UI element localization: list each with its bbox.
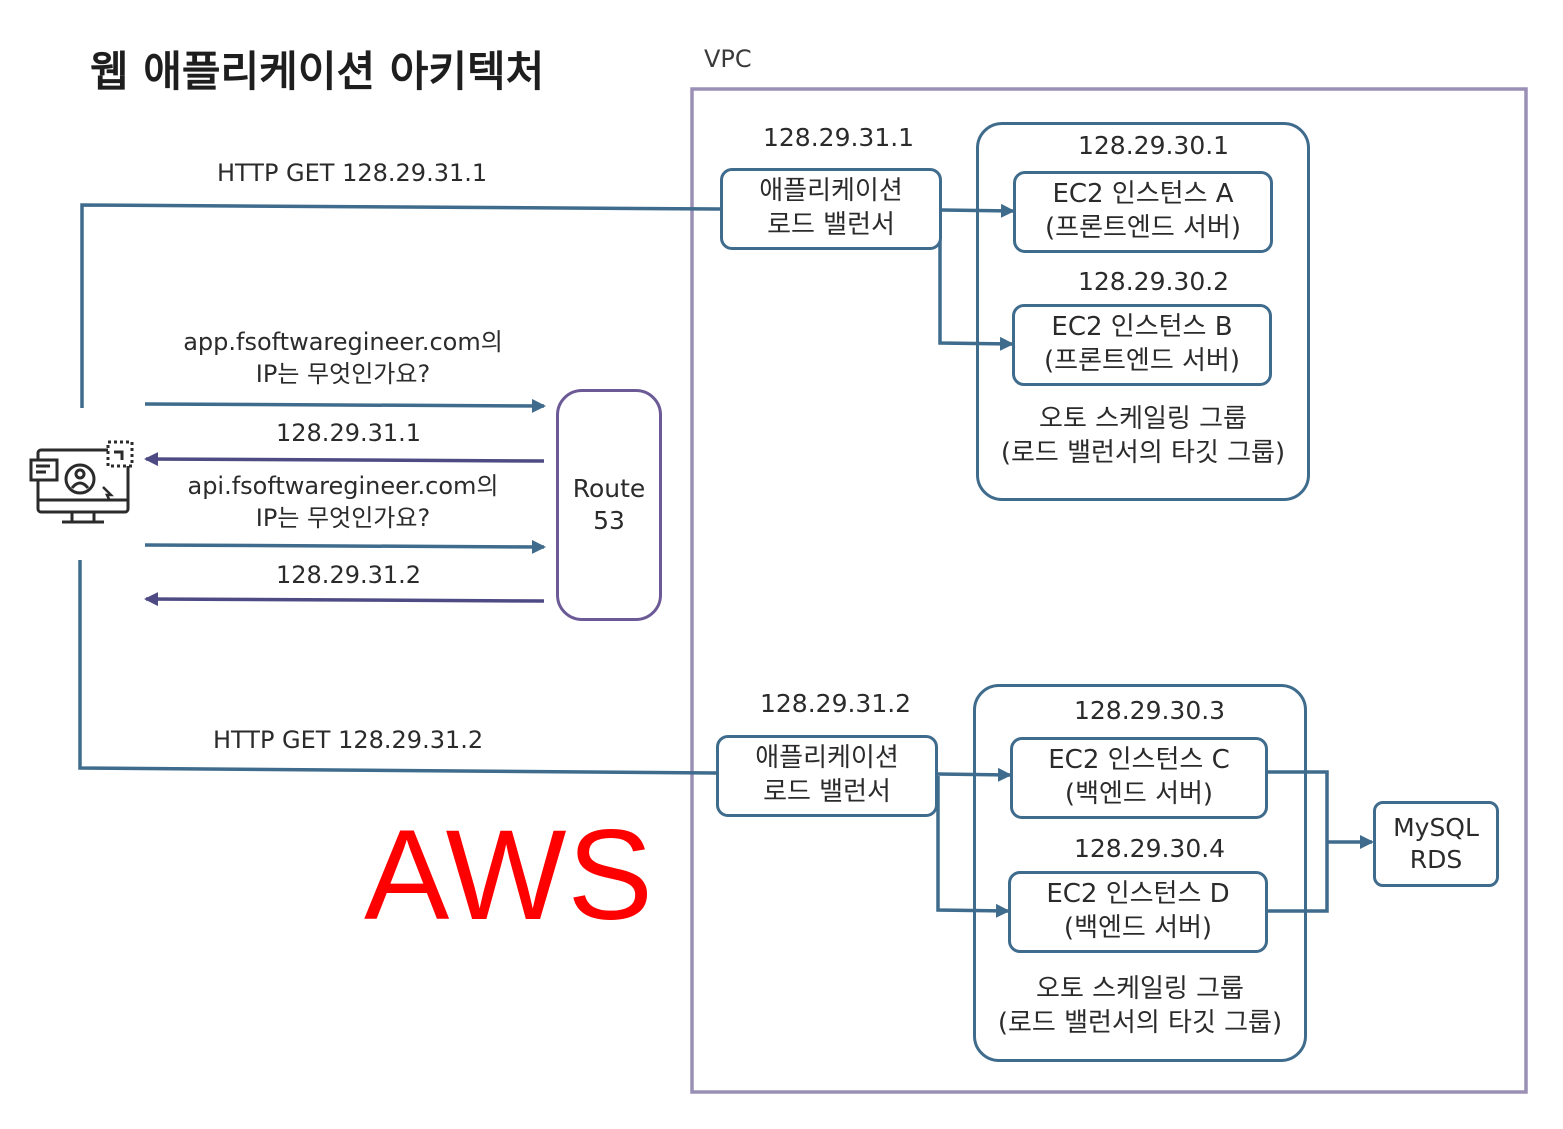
group-frontend-label: 오토 스케일링 그룹 (로드 밸런서의 타깃 그룹) xyxy=(986,402,1300,471)
instance-b-line-2: (프론트엔드 서버) xyxy=(1044,346,1240,376)
rds-line-1: MySQL xyxy=(1393,812,1479,842)
alb1-node: 애플리케이션 로드 밸런서 xyxy=(720,168,942,250)
alb1-to-instance-b xyxy=(938,212,1014,351)
http-get-line-1 xyxy=(80,203,721,408)
dns-query-api-line-2: IP는 무엇인가요? xyxy=(255,504,431,533)
group-frontend-label-line-1: 오토 스케일링 그룹 xyxy=(1039,404,1247,434)
alb1-line-2: 로드 밸런서 xyxy=(767,210,895,240)
http-get-line-2 xyxy=(78,560,717,775)
instance-a-node: EC2 인스턴스 A (프론트엔드 서버) xyxy=(1013,171,1273,253)
alb2-line-1: 애플리케이션 xyxy=(755,743,899,774)
mysql-rds-node: MySQL RDS xyxy=(1373,801,1499,887)
vpc-label: VPC xyxy=(704,45,752,73)
aws-watermark: AWS xyxy=(364,804,654,947)
alb2-ip: 128.29.31.2 xyxy=(760,689,912,718)
instance-d-line-2: (백엔드 서버) xyxy=(1063,913,1213,943)
instance-c-ip: 128.29.30.3 xyxy=(1074,696,1226,725)
instance-c-line-1: EC2 인스턴스 C xyxy=(1048,745,1230,776)
group-frontend-label-line-2: (로드 밸런서의 타깃 그룹) xyxy=(1000,438,1286,469)
instance-b-line-1: EC2 인스턴스 B xyxy=(1051,312,1233,343)
dns-query-arrow-app xyxy=(144,398,546,413)
route53-node: Route 53 xyxy=(556,389,662,621)
dns-query-label-api: api.fsoftwaregineer.com의 IP는 무엇인가요? xyxy=(178,470,508,535)
alb2-node: 애플리케이션 로드 밸런서 xyxy=(716,735,938,817)
instance-d-line-1: EC2 인스턴스 D xyxy=(1046,879,1230,910)
instance-a-line-2: (프론트엔드 서버) xyxy=(1045,213,1241,243)
http-get-label-1: HTTP GET 128.29.31.1 xyxy=(217,159,488,187)
route53-line-1: Route xyxy=(572,473,646,503)
instance-d-ip: 128.29.30.4 xyxy=(1074,834,1226,863)
vpc-boundary xyxy=(690,87,1528,1094)
dns-query-app-line-2: IP는 무엇인가요? xyxy=(255,360,431,389)
route53-line-2: 53 xyxy=(593,506,625,535)
alb2-to-instance-d xyxy=(936,776,1010,918)
instance-b-node: EC2 인스턴스 B (프론트엔드 서버) xyxy=(1012,304,1272,386)
instance-c-line-2: (백엔드 서버) xyxy=(1064,779,1214,809)
dns-answer-label-api: 128.29.31.2 xyxy=(276,561,422,589)
autoscaling-group-frontend xyxy=(976,122,1310,501)
dns-answer-arrow-app xyxy=(144,452,545,467)
alb1-line-1: 애플리케이션 xyxy=(759,176,903,207)
dns-query-label-app: app.fsoftwaregineer.com의 IP는 무엇인가요? xyxy=(178,326,508,391)
group-backend-label: 오토 스케일링 그룹 (로드 밸런서의 타깃 그룹) xyxy=(983,972,1297,1041)
instance-a-ip: 128.29.30.1 xyxy=(1078,131,1230,160)
page-title: 웹 애플리케이션 아키텍처 xyxy=(90,47,545,96)
instance-d-node: EC2 인스턴스 D (백엔드 서버) xyxy=(1008,871,1268,953)
user-computer-icon xyxy=(29,440,134,524)
dns-query-api-line-1: api.fsoftwaregineer.com의 xyxy=(187,472,499,500)
alb1-ip: 128.29.31.1 xyxy=(763,123,915,152)
autoscaling-group-backend xyxy=(973,684,1307,1062)
instance-a-line-1: EC2 인스턴스 A xyxy=(1052,179,1234,210)
dns-query-app-line-1: app.fsoftwaregineer.com의 xyxy=(183,328,503,356)
instance-b-ip: 128.29.30.2 xyxy=(1078,267,1230,296)
group-backend-label-line-2: (로드 밸런서의 타깃 그룹) xyxy=(997,1008,1283,1039)
rds-line-2: RDS xyxy=(1409,845,1463,874)
group-backend-label-line-1: 오토 스케일링 그룹 xyxy=(1036,974,1244,1004)
instance-c-node: EC2 인스턴스 C (백엔드 서버) xyxy=(1010,737,1268,819)
dns-query-arrow-api xyxy=(144,539,546,554)
http-get-label-2: HTTP GET 128.29.31.2 xyxy=(213,726,484,754)
dns-answer-label-app: 128.29.31.1 xyxy=(276,419,422,447)
alb2-line-2: 로드 밸런서 xyxy=(763,777,891,807)
dns-answer-arrow-api xyxy=(144,592,545,607)
